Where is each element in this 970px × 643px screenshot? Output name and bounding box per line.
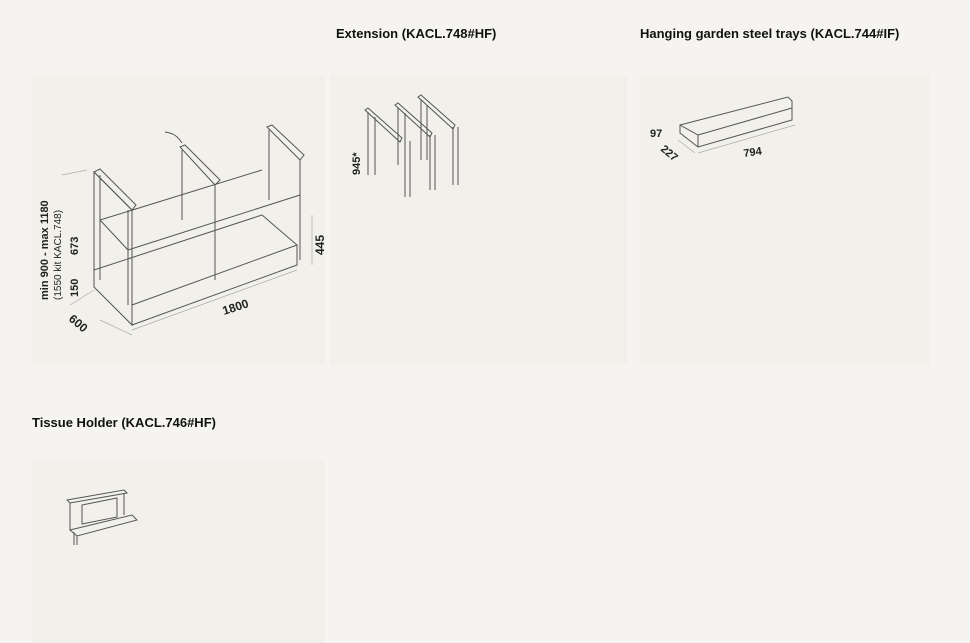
dim-extension-height: 945* [351,152,363,175]
dim-tray-depth: 227 [658,143,680,164]
main-unit-drawing: min 900 - max 1180 (1550 kit KACL.748) 6… [32,75,325,365]
dim-445: 445 [313,235,325,255]
dim-tray-height: 97 [650,128,662,140]
dim-150: 150 [69,279,81,297]
tissue-holder-drawing [32,460,325,643]
dim-tray-width: 794 [743,145,764,160]
extension-drawing: 945* [330,75,627,365]
dim-depth: 600 [66,312,91,336]
trays-drawing: 97 227 794 [640,75,930,365]
extension-title: Extension (KACL.748#HF) [336,26,497,41]
tissue-holder-title: Tissue Holder (KACL.746#HF) [32,415,216,430]
dim-673: 673 [69,237,81,255]
dim-height-note: (1550 kit KACL.748) [53,210,64,300]
trays-title: Hanging garden steel trays (KACL.744#IF) [640,26,900,41]
dim-height: min 900 - max 1180 [39,200,51,300]
dim-width: 1800 [221,296,251,318]
